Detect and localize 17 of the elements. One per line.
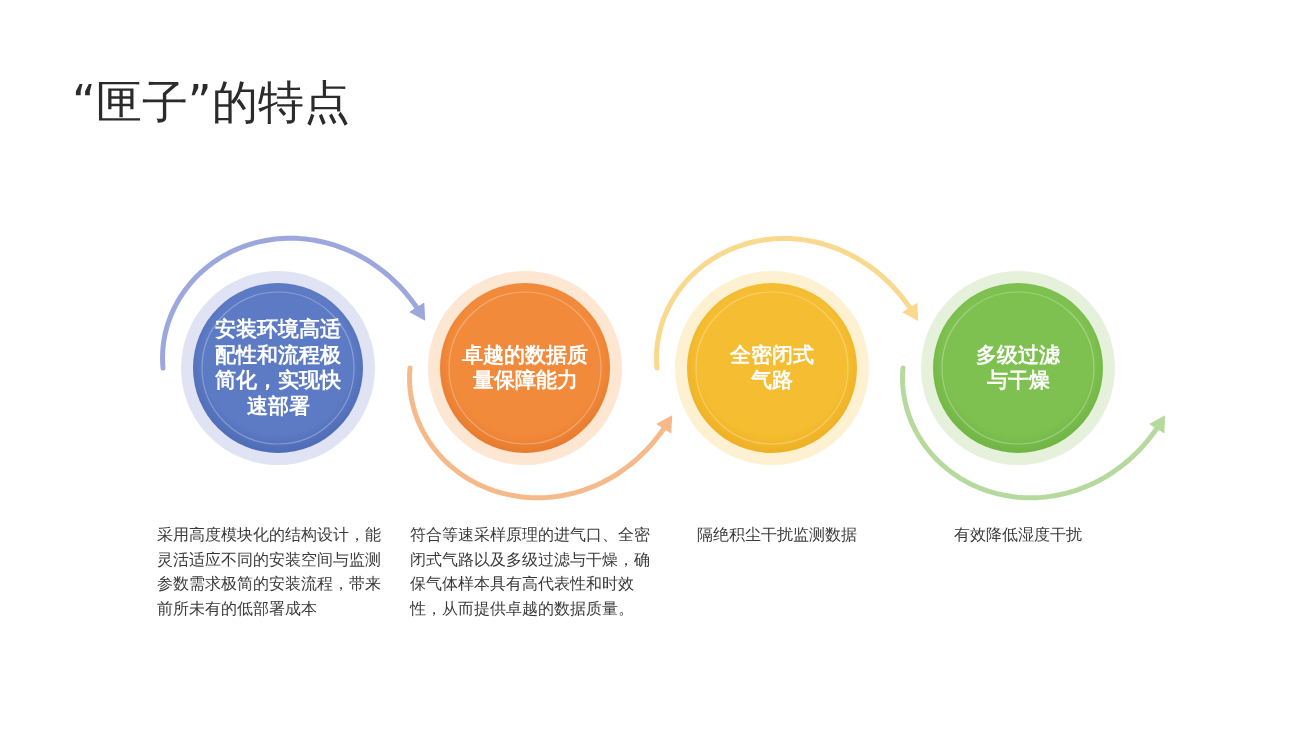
feature-circle bbox=[675, 271, 869, 465]
feature-circle bbox=[181, 271, 375, 465]
feature-description: 有效降低湿度干扰 bbox=[953, 524, 1083, 546]
curved-arrow bbox=[654, 236, 919, 371]
page-title: “匣子”的特点 bbox=[72, 74, 350, 130]
feature-description: 采用高度模块化的结构设计，能灵活适应不同的安装空间与监测参数需求极简的安装流程，带来前所未有的低部署成本 bbox=[157, 524, 382, 620]
feature-circle bbox=[428, 271, 622, 465]
feature-title: 卓越的数据质量保障能力 bbox=[461, 342, 589, 394]
feature-title: 安装环境高适配性和流程极简化，实现快速部署 bbox=[214, 317, 342, 419]
feature-title: 多级过滤与干燥 bbox=[975, 342, 1061, 394]
curved-arrow bbox=[407, 365, 673, 501]
feature-description: 隔绝积尘干扰监测数据 bbox=[696, 524, 858, 546]
curved-arrow bbox=[900, 365, 1166, 501]
feature-title: 全密闭式气路 bbox=[729, 342, 815, 394]
feature-circle bbox=[921, 271, 1115, 465]
feature-description: 符合等速采样原理的进气口、全密闭式气路以及多级过滤与干燥，确保气体样本具有高代表性和时效性，从而提供卓越的数据质量。 bbox=[410, 524, 651, 620]
curved-arrow bbox=[160, 235, 426, 371]
